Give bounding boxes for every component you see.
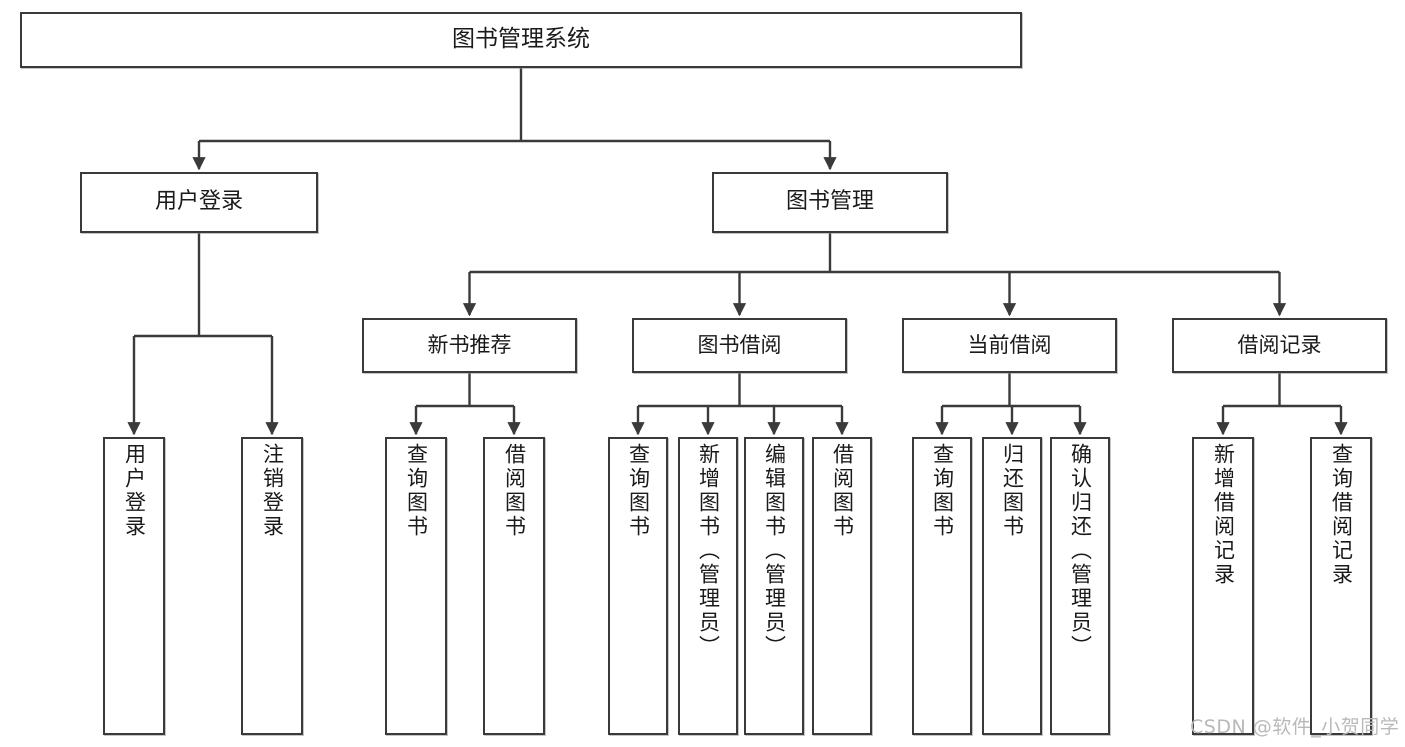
leaf-query-book-recommend[interactable]: 查询图书: [385, 437, 447, 735]
leaf-add-book-admin[interactable]: 新增图书（管理员）: [678, 437, 738, 735]
leaf-user-login-label: 用户登录: [122, 443, 147, 539]
leaf-borrow-book-label: 借阅图书: [830, 443, 855, 539]
leaf-add-book-admin-label: 新增图书（管理员）: [696, 443, 721, 659]
node-borrow-record[interactable]: 借阅记录: [1172, 318, 1387, 373]
node-book-management[interactable]: 图书管理: [712, 172, 948, 233]
node-root-label: 图书管理系统: [452, 26, 590, 53]
leaf-borrow-book-recommend[interactable]: 借阅图书: [483, 437, 545, 735]
node-current-borrow[interactable]: 当前借阅: [902, 318, 1117, 373]
node-root[interactable]: 图书管理系统: [20, 12, 1022, 68]
leaf-edit-book-admin-label: 编辑图书（管理员）: [762, 443, 787, 659]
node-current-borrow-label: 当前借阅: [967, 332, 1052, 357]
leaf-confirm-return-admin-label: 确认归还（管理员）: [1068, 443, 1093, 659]
leaf-query-book-borrow-label: 查询图书: [626, 443, 651, 539]
node-new-book-recommend-label: 新书推荐: [427, 332, 512, 357]
leaf-add-borrow-record-label: 新增借阅记录: [1211, 443, 1236, 587]
leaf-add-borrow-record[interactable]: 新增借阅记录: [1192, 437, 1254, 735]
node-user-login-label: 用户登录: [154, 189, 243, 215]
leaf-query-borrow-record[interactable]: 查询借阅记录: [1310, 437, 1372, 735]
node-book-management-label: 图书管理: [785, 189, 874, 215]
node-borrow-record-label: 借阅记录: [1237, 332, 1322, 357]
leaf-query-book-current-label: 查询图书: [930, 443, 955, 539]
leaf-borrow-book[interactable]: 借阅图书: [812, 437, 872, 735]
leaf-edit-book-admin[interactable]: 编辑图书（管理员）: [744, 437, 804, 735]
leaf-query-borrow-record-label: 查询借阅记录: [1329, 443, 1354, 587]
leaf-return-book[interactable]: 归还图书: [982, 437, 1042, 735]
leaf-confirm-return-admin[interactable]: 确认归还（管理员）: [1050, 437, 1110, 735]
leaf-query-book-borrow[interactable]: 查询图书: [608, 437, 668, 735]
node-book-borrow-label: 图书借阅: [697, 332, 782, 357]
node-user-login[interactable]: 用户登录: [80, 172, 318, 233]
leaf-logout-login[interactable]: 注销登录: [241, 437, 303, 735]
leaf-query-book-current[interactable]: 查询图书: [912, 437, 972, 735]
node-new-book-recommend[interactable]: 新书推荐: [362, 318, 577, 373]
leaf-user-login[interactable]: 用户登录: [103, 437, 165, 735]
leaf-query-book-recommend-label: 查询图书: [404, 443, 429, 539]
leaf-borrow-book-recommend-label: 借阅图书: [502, 443, 527, 539]
csdn-watermark: CSDN @软件_小贺同学: [1190, 716, 1400, 738]
leaf-return-book-label: 归还图书: [1000, 443, 1025, 539]
leaf-logout-login-label: 注销登录: [260, 443, 285, 539]
node-book-borrow[interactable]: 图书借阅: [632, 318, 847, 373]
